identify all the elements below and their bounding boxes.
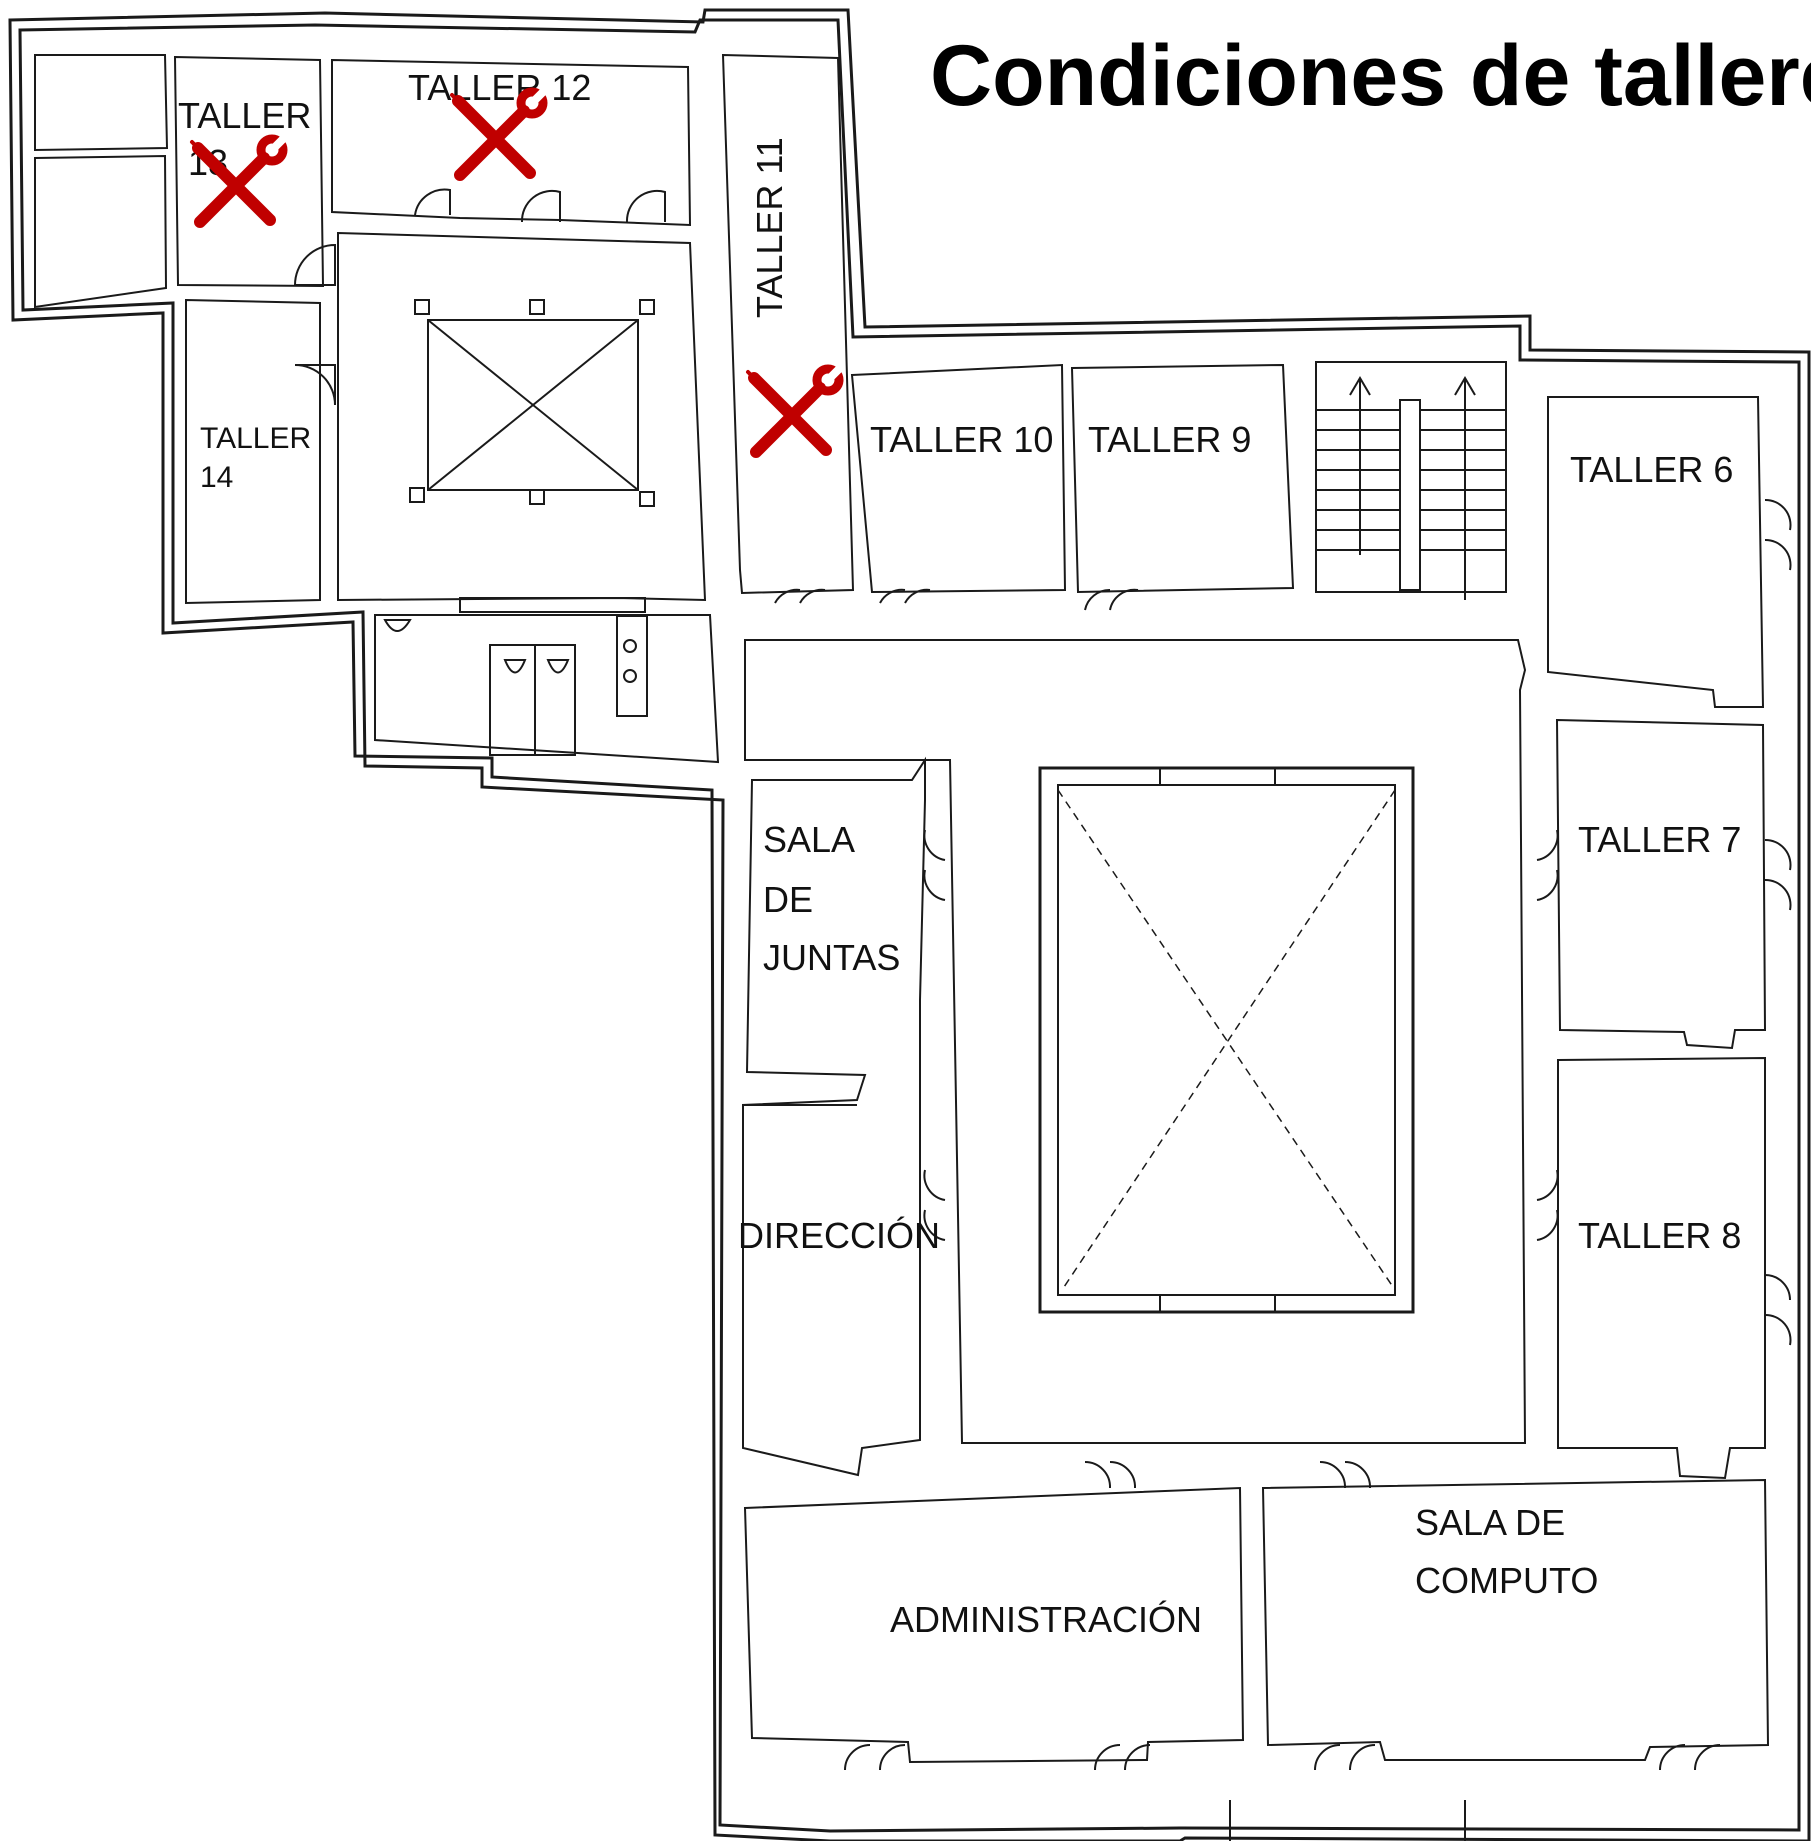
room-label-taller-14-line2: 14 xyxy=(200,461,233,494)
room-label-taller-14-line1: TALLER xyxy=(200,422,311,455)
room-label-taller-12: TALLER 12 xyxy=(408,67,591,108)
map-title: Condiciones de talleres xyxy=(930,28,1811,124)
room-label-taller-13-line1: TALLER xyxy=(178,95,311,136)
room-label-sala-computo-line2: COMPUTO xyxy=(1415,1560,1598,1601)
nw-rooms xyxy=(34,53,855,764)
building-outline xyxy=(8,8,1811,1841)
room-label-taller-8: TALLER 8 xyxy=(1578,1215,1741,1256)
room-label-sala-juntas-line2: DE xyxy=(763,879,813,920)
west-rooms xyxy=(742,756,946,1477)
room-label-taller-11: TALLER 11 xyxy=(749,137,790,318)
stairs xyxy=(1316,376,1506,600)
room-label-taller-7: TALLER 7 xyxy=(1578,819,1741,860)
north-rooms xyxy=(774,361,1765,708)
east-rooms xyxy=(1536,498,1792,1480)
room-label-sala-juntas-line1: SALA xyxy=(763,819,855,860)
room-label-taller-6: TALLER 6 xyxy=(1570,449,1733,490)
central-courtyard xyxy=(744,639,1527,1444)
south-rooms xyxy=(743,1461,1770,1841)
room-label-direccion: DIRECCIÓN xyxy=(738,1215,940,1256)
room-label-taller-9: TALLER 9 xyxy=(1088,419,1251,460)
tools-crossed-icon-taller-11[interactable] xyxy=(748,368,840,452)
room-label-sala-computo-line1: SALA DE xyxy=(1415,1502,1565,1543)
room-label-sala-juntas-line3: JUNTAS xyxy=(763,937,900,978)
room-label-administracion: ADMINISTRACIÓN xyxy=(890,1599,1202,1640)
room-label-taller-10: TALLER 10 xyxy=(870,419,1053,460)
